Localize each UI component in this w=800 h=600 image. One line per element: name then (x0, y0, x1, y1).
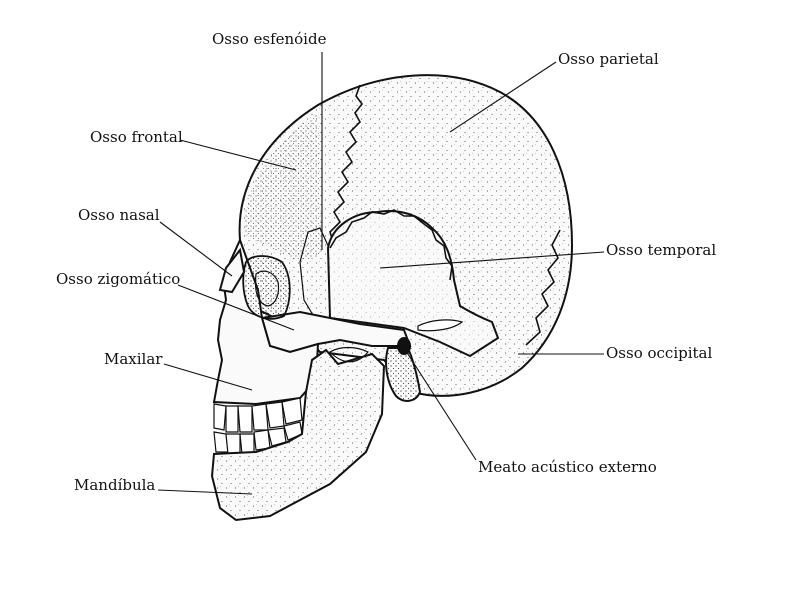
coronal-suture (329, 84, 364, 246)
label-meatus: Meato acústico externo (478, 458, 657, 476)
label-temporal: Osso temporal (606, 241, 716, 259)
leader-frontal (179, 139, 297, 171)
label-zygomatic: Osso zigomático (56, 270, 180, 288)
leader-parietal (449, 61, 557, 133)
skull-illustration (210, 74, 574, 522)
nasal-bone (218, 247, 246, 294)
labels: Osso esfenóide Osso parietal Osso fronta… (56, 30, 716, 494)
label-maxilla: Maxilar (104, 350, 163, 368)
face-outline (212, 237, 320, 406)
label-sphenoid: Osso esfenóide (212, 30, 327, 48)
orbit-inner (254, 270, 280, 307)
leader-nasal (159, 221, 233, 277)
leader-temporal (379, 251, 605, 269)
lambdoid-suture (525, 229, 561, 346)
leader-zygomatic (177, 284, 295, 331)
label-occipital: Osso occipital (606, 344, 712, 362)
squamosal-suture (329, 209, 453, 281)
leader-mandible (157, 489, 253, 495)
label-nasal: Osso nasal (78, 206, 160, 224)
temporal-slot (417, 319, 464, 332)
acoustic-meatus (397, 337, 411, 355)
orbit (242, 255, 291, 320)
label-mandible: Mandíbula (74, 476, 155, 494)
leader-maxilla (163, 363, 253, 391)
leader-meatus (403, 347, 477, 461)
temporal-stipple (328, 210, 498, 356)
mandibular-notch (329, 346, 369, 363)
mastoid-stipple (386, 348, 420, 401)
lower-teeth (213, 421, 303, 455)
label-frontal: Osso frontal (90, 128, 183, 146)
frontal-shading (243, 112, 322, 262)
leader-lines (157, 52, 605, 495)
mandible-stipple (212, 350, 384, 520)
label-parietal: Osso parietal (558, 50, 659, 68)
